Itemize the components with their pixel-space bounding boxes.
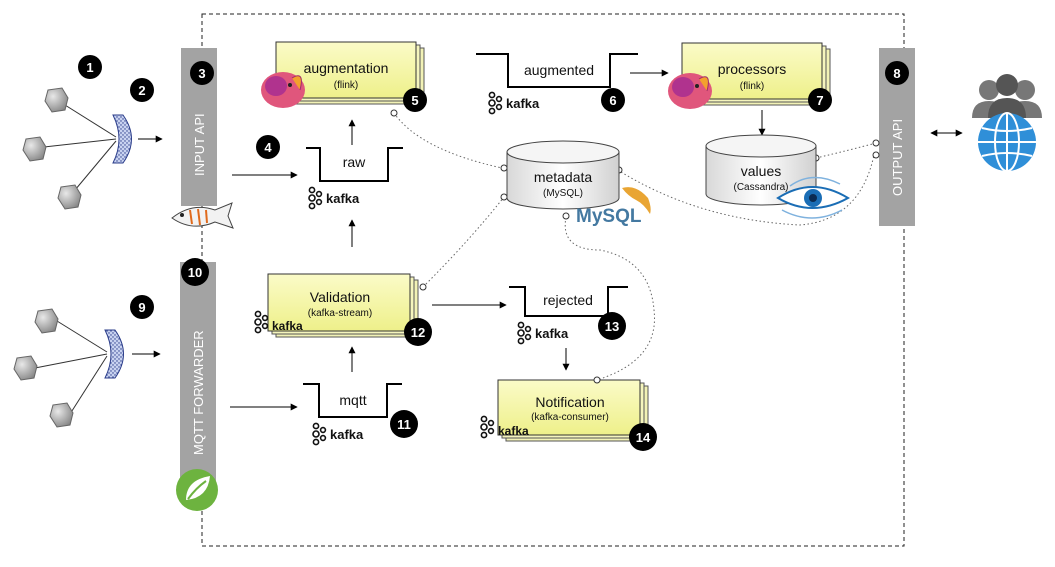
kafka-icon: kafka [517, 321, 569, 345]
step-number: 5 [411, 93, 418, 108]
values-database[interactable]: values (Cassandra) [705, 134, 817, 206]
topic-mqtt: mqtt [303, 383, 402, 418]
kafka-icon: kafka [312, 422, 364, 446]
processors-title: processors [718, 61, 786, 77]
mysql-logo-text: MySQL [576, 206, 642, 227]
step-marker [601, 88, 625, 112]
topic-raw-label: raw [343, 154, 366, 170]
validation-title: Validation [310, 289, 370, 305]
step-number: 8 [893, 66, 900, 81]
values-subtitle: (Cassandra) [733, 182, 788, 193]
topic-rejected: rejected [509, 286, 628, 317]
notification-box[interactable]: Notification (kafka-consumer) [497, 379, 649, 442]
step-marker [390, 410, 418, 438]
sensor-icon [44, 87, 69, 113]
kafka-icon: kafka [480, 415, 529, 439]
notification-title: Notification [535, 394, 604, 410]
kafka-label: kafka [498, 424, 529, 438]
topic-augmented: augmented [476, 53, 638, 88]
flink-squirrel-icon [668, 73, 712, 109]
spring-leaf-icon [176, 469, 218, 511]
mqtt-forwarder-label: MQTT FORWARDER [191, 330, 206, 455]
output-api-label: OUTPUT API [890, 119, 905, 196]
sensor-icon [49, 402, 74, 428]
step-number: 3 [198, 66, 205, 81]
validation-box[interactable]: Validation (kafka-stream) [267, 273, 419, 338]
kafka-label: kafka [272, 319, 303, 333]
mqtt-forwarder-bar [180, 262, 216, 490]
step-number: 11 [397, 417, 411, 432]
gateway-icon [112, 114, 132, 164]
validation-subtitle: (kafka-stream) [308, 308, 372, 319]
sensor-group-top [22, 87, 163, 210]
sensor-icon [13, 355, 38, 381]
augmentation-title: augmentation [304, 60, 389, 76]
kafka-label: kafka [506, 96, 540, 111]
topic-mqtt-label: mqtt [339, 392, 366, 408]
kafka-label: kafka [330, 427, 364, 442]
flink-squirrel-icon [261, 72, 305, 108]
step-number: 4 [264, 140, 272, 155]
cassandra-eye-icon [776, 176, 850, 219]
users-globe-icon [972, 74, 1042, 172]
flow-arrows [230, 69, 963, 411]
step-marker [403, 88, 427, 112]
sensor-icon [34, 308, 59, 334]
step-number: 10 [188, 265, 202, 280]
step-marker [629, 423, 657, 451]
step-marker [190, 61, 214, 85]
step-number: 14 [636, 430, 651, 445]
glassfish-icon [171, 202, 234, 229]
step-number: 6 [609, 93, 616, 108]
step-number: 13 [605, 319, 619, 334]
input-api-label: INPUT API [192, 113, 207, 176]
processors-subtitle: (flink) [740, 81, 764, 92]
step-number: 1 [86, 60, 93, 75]
dotted-links [393, 112, 877, 381]
metadata-title: metadata [534, 169, 593, 185]
step-marker [130, 295, 154, 319]
step-marker [130, 78, 154, 102]
kafka-label: kafka [326, 191, 360, 206]
topic-raw: raw [306, 147, 403, 182]
step-number: 12 [411, 325, 425, 340]
kafka-icon: kafka [308, 186, 360, 210]
step-marker [78, 55, 102, 79]
notification-subtitle: (kafka-consumer) [531, 412, 609, 423]
topic-rejected-label: rejected [543, 292, 593, 308]
step-marker [181, 258, 209, 286]
augmentation-subtitle: (flink) [334, 80, 358, 91]
kafka-icon: kafka [488, 91, 540, 115]
metadata-subtitle: (MySQL) [543, 188, 583, 199]
step-marker [404, 318, 432, 346]
mysql-dolphin-icon: MySQL [576, 187, 651, 227]
step-marker [598, 312, 626, 340]
step-marker [885, 61, 909, 85]
topic-augmented-label: augmented [524, 62, 594, 78]
values-title: values [741, 163, 781, 179]
step-markers: 1 2 3 4 5 6 7 8 9 10 11 12 13 14 [78, 55, 909, 451]
kafka-icon: kafka [254, 310, 303, 334]
sensor-icon [22, 136, 47, 162]
step-marker [256, 135, 280, 159]
step-number: 7 [816, 93, 823, 108]
step-marker [808, 88, 832, 112]
sensor-icon [57, 184, 82, 210]
kafka-label: kafka [535, 326, 569, 341]
step-number: 9 [138, 300, 145, 315]
sensor-group-bottom [13, 308, 161, 428]
metadata-database[interactable]: metadata (MySQL) [506, 140, 620, 210]
gateway-icon [104, 329, 124, 379]
step-number: 2 [138, 83, 145, 98]
